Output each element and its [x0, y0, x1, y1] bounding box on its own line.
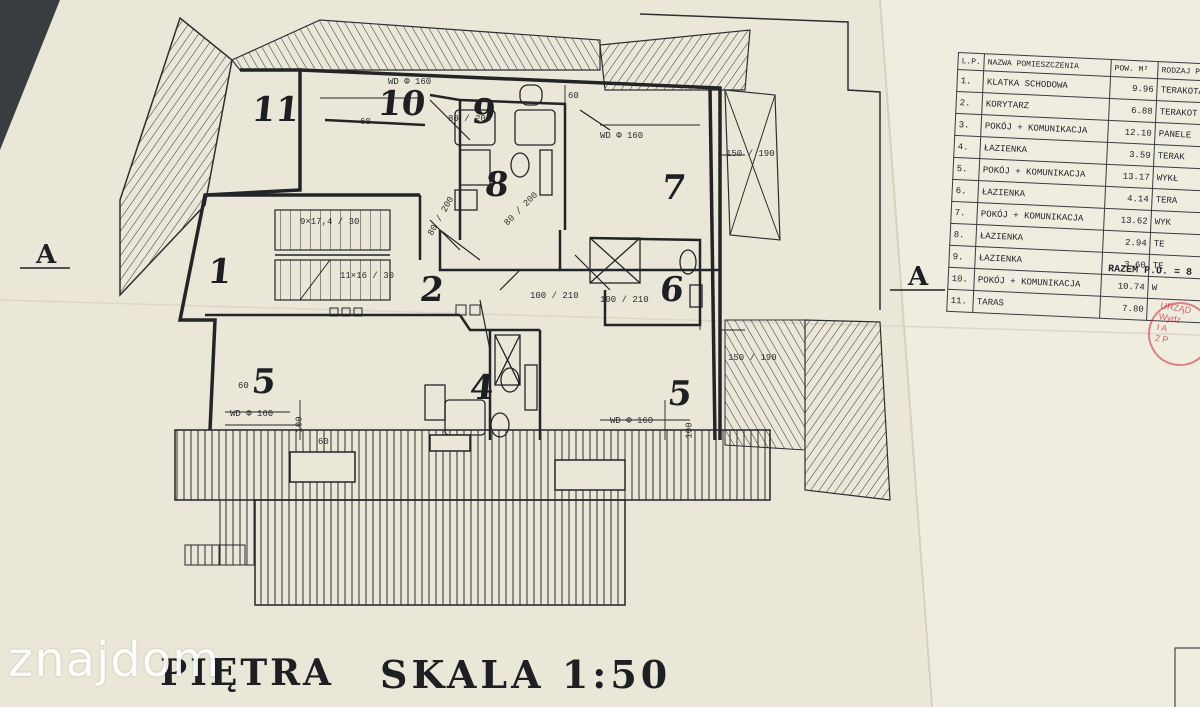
- cell-number: 10.: [947, 267, 975, 291]
- cell-area: 3.59: [1106, 142, 1155, 167]
- room-number-6: 6: [657, 270, 686, 310]
- dimension-label: 100 / 210: [600, 295, 649, 305]
- drawing-title: PIĘTRA: [160, 652, 334, 694]
- room-schedule-table: L.P. NAZWA POMIESZCZENIA POW. M² RODZAJ …: [946, 52, 1200, 324]
- cell-number: 9.: [948, 245, 976, 269]
- section-mark-right: A: [908, 262, 929, 292]
- dimension-label: WD Φ 160: [610, 416, 654, 426]
- dimension-label: 150 / 190: [728, 353, 777, 363]
- cell-area: 2.94: [1102, 230, 1151, 255]
- dimension-label: 60: [318, 437, 329, 447]
- section-mark-left: A: [36, 240, 57, 270]
- cell-number: 4.: [953, 135, 981, 159]
- dimension-label: WD Φ 160: [600, 131, 644, 141]
- dimension-label: 9×17,4 / 30: [300, 217, 360, 227]
- dimension-label: WD Φ 160: [388, 77, 432, 87]
- room-number-5-right: 5: [665, 374, 694, 414]
- cell-number: 5.: [952, 157, 980, 181]
- cell-area: 10.74: [1100, 274, 1149, 299]
- cell-number: 11.: [946, 289, 974, 313]
- cell-number: 2.: [955, 91, 983, 115]
- column-header: L.P.: [957, 52, 985, 71]
- dimension-label: 60: [568, 91, 579, 101]
- dimension-label: 100: [684, 422, 695, 439]
- dimension-label: WD Φ 160: [230, 409, 274, 419]
- room-number-10: 10: [375, 84, 428, 124]
- room-number-11: 11: [249, 90, 302, 130]
- cell-number: 3.: [954, 113, 982, 137]
- room-number-7: 7: [659, 168, 688, 208]
- dimension-label: 100 / 210: [530, 291, 579, 301]
- room-number-1: 1: [205, 252, 234, 292]
- cell-area: 6.88: [1108, 98, 1157, 123]
- cell-number: 8.: [949, 223, 977, 247]
- scale-label: SKALA 1:50: [380, 652, 672, 697]
- dimension-label: 60: [360, 117, 371, 127]
- dimension-label: 11×16 / 30: [340, 271, 395, 281]
- room-number-2: 2: [417, 270, 446, 310]
- dimension-label: 80 / 200: [448, 114, 492, 124]
- watermark-logo: znajdom: [8, 632, 220, 688]
- dimension-label: 60: [238, 381, 249, 391]
- room-number-9: 9: [469, 92, 498, 132]
- cell-area: 13.62: [1103, 208, 1152, 233]
- room-number-4: 4: [467, 368, 496, 408]
- cell-area: 9.96: [1109, 76, 1158, 101]
- room-number-5-left: 5: [249, 362, 278, 402]
- cell-area: 12.10: [1107, 120, 1156, 145]
- cell-number: 7.: [950, 201, 978, 225]
- dimension-label: 150 / 190: [726, 149, 775, 159]
- cell-area: 7.80: [1099, 296, 1148, 321]
- cell-number: 1.: [956, 69, 984, 93]
- cell-floor-type: W: [1147, 276, 1200, 302]
- cell-number: 6.: [951, 179, 979, 203]
- cell-area: 13.17: [1105, 164, 1154, 189]
- dimension-label: 100: [294, 416, 305, 433]
- column-header: POW. M²: [1110, 59, 1159, 79]
- room-number-8: 8: [482, 165, 511, 205]
- cell-area: 4.14: [1104, 186, 1153, 211]
